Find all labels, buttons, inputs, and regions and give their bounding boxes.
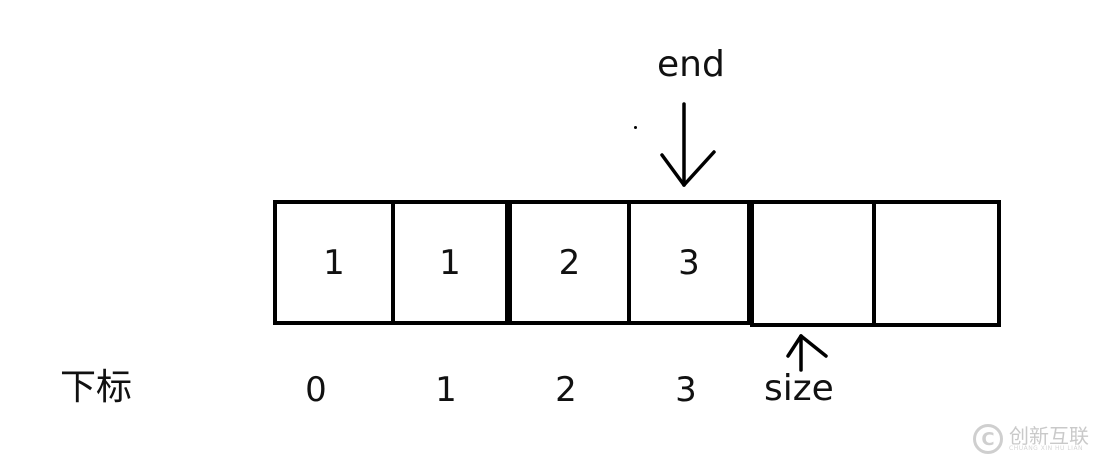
watermark-subtext: CHUANG XIN HU LIAN — [1009, 445, 1084, 452]
index-label-1: 1 — [435, 370, 457, 410]
watermark-text: 创新互联 — [1009, 424, 1089, 448]
index-label-3: 3 — [675, 370, 697, 410]
index-label-0: 0 — [305, 370, 327, 410]
size-pointer-label: size — [764, 368, 834, 409]
array-cell-1: 1 — [391, 200, 509, 325]
stray-dot — [634, 126, 637, 129]
array-cell-5 — [872, 200, 1001, 327]
cx-logo-icon: C — [973, 424, 1003, 454]
watermark: C 创新互联 CHUANG XIN HU LIAN — [973, 424, 1089, 454]
cell-value: 1 — [439, 242, 461, 283]
array-cell-2: 2 — [508, 200, 631, 325]
cell-value: 2 — [558, 242, 581, 283]
index-row-label: 下标 — [60, 367, 133, 408]
end-pointer-label: end — [657, 44, 725, 85]
index-label-2: 2 — [555, 370, 577, 410]
cell-value: 1 — [323, 242, 345, 283]
cell-value: 3 — [678, 242, 700, 283]
array-cell-3: 3 — [627, 200, 751, 325]
end-arrow-icon — [660, 102, 716, 187]
array-cell-0: 1 — [273, 200, 395, 325]
array-cell-4 — [750, 200, 876, 327]
size-arrow-icon — [786, 334, 828, 372]
